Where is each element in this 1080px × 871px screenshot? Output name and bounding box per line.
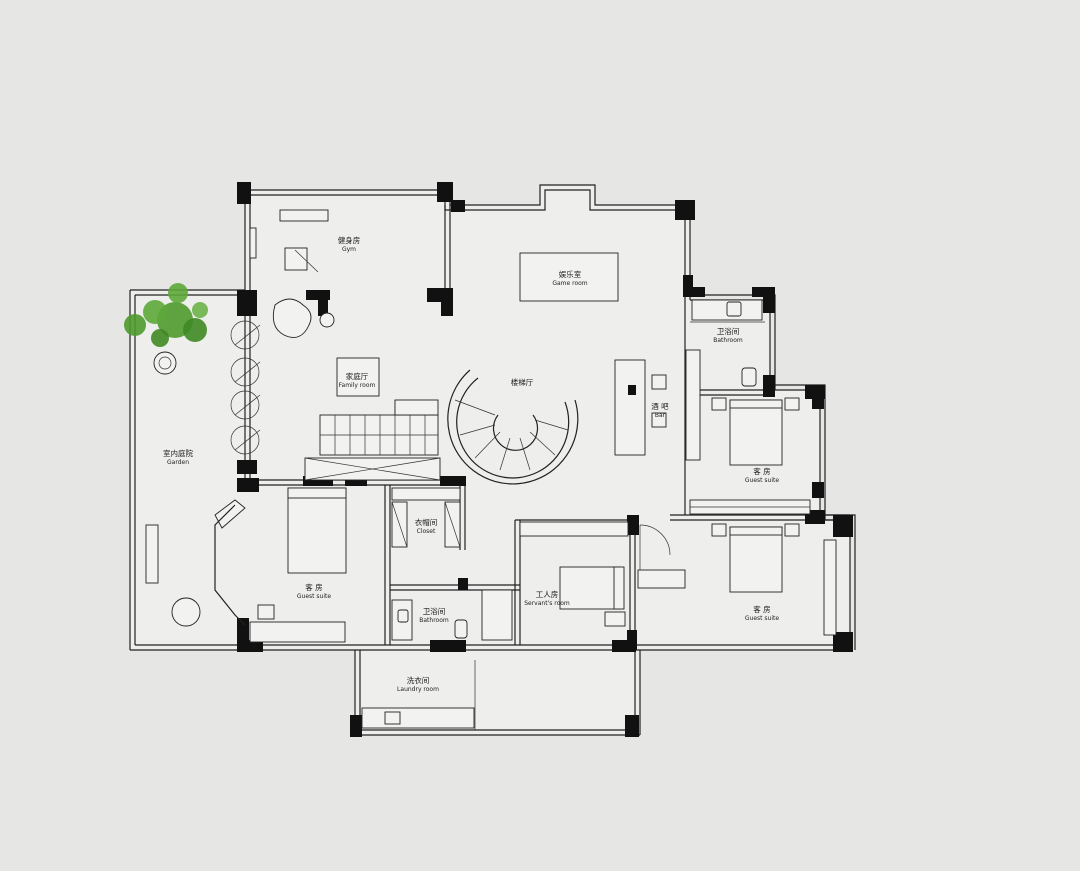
room-label-en-closet: Closet: [417, 528, 436, 535]
guest-bed-left: [249, 487, 347, 643]
room-label-en-game-room: Game room: [552, 280, 587, 287]
room-label-en-guest-suite-right-upper: Guest suite: [745, 477, 779, 484]
room-label-en-family-room: Family room: [339, 382, 376, 389]
room-label-en-gym: Gym: [342, 246, 356, 253]
room-label-guest-suite-left: 客 房: [305, 582, 322, 592]
room-label-game-room: 娱乐室: [559, 269, 582, 279]
room-label-en-bathroom-top-right: Bathroom: [713, 337, 743, 344]
room-label-gym: 健身房: [338, 235, 361, 245]
room-label-laundry: 洗衣间: [407, 675, 430, 685]
room-label-stair-hall: 楼梯厅: [511, 377, 534, 387]
room-label-bar: 酒 吧: [651, 402, 669, 411]
spiral-stair: [447, 369, 579, 485]
room-label-en-bar: Bar: [655, 412, 666, 419]
guest-bed-right-upper: [689, 397, 811, 515]
room-label-bathroom-center: 卫浴间: [423, 606, 446, 616]
top-bathroom-fixtures: [690, 299, 765, 387]
closet-cabinets: [391, 487, 461, 548]
room-label-servants-room: 工人房: [536, 589, 559, 599]
guest-bed-right-lower: [637, 523, 837, 636]
room-label-guest-suite-right-lower: 客 房: [753, 604, 770, 614]
room-label-closet: 衣帽间: [415, 517, 438, 527]
bar-counter: [614, 349, 701, 461]
room-label-bathroom-top-right: 卫浴间: [717, 326, 740, 336]
game-table: [519, 252, 619, 302]
room-label-en-garden: Garden: [167, 459, 189, 466]
room-label-guest-suite-right-upper: 客 房: [753, 466, 770, 476]
center-bathroom-fixtures: [391, 589, 513, 641]
room-label-en-guest-suite-left: Guest suite: [297, 593, 331, 600]
servant-bed: [519, 521, 629, 627]
plant-icon: [124, 283, 208, 347]
garden-furniture: [145, 320, 261, 627]
family-room-furniture: [272, 298, 380, 397]
room-label-en-guest-suite-right-lower: Guest suite: [745, 615, 779, 622]
room-label-en-bathroom-center: Bathroom: [419, 617, 449, 624]
straight-stair: [304, 399, 441, 481]
room-label-garden: 室内庭院: [163, 448, 193, 458]
room-label-en-laundry: Laundry room: [397, 686, 439, 693]
wall-columns: [237, 182, 853, 737]
laundry-counter: [361, 660, 476, 730]
room-label-family-room: 家庭厅: [346, 371, 369, 381]
gym-equipment: [249, 209, 329, 273]
room-label-en-servants-room: Servant's room: [524, 600, 570, 607]
